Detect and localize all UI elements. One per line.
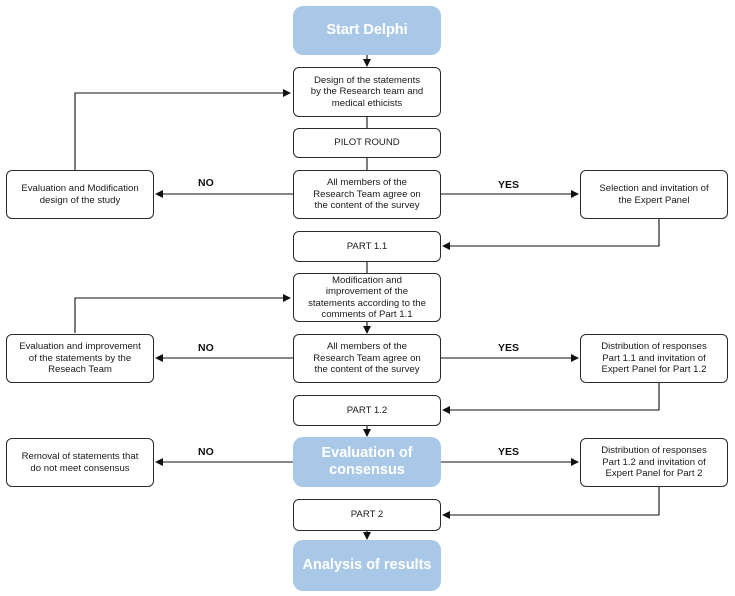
evaluation-modification-node: Evaluation and Modification design of th… xyxy=(6,170,154,219)
team-agreement-node-1: All members of the Research Team agree o… xyxy=(293,170,441,219)
part-1-2-node: PART 1.2 xyxy=(293,395,441,426)
team-agreement-node-2: All members of the Research Team agree o… xyxy=(293,334,441,383)
evaluation-consensus-node: Evaluation of consensus xyxy=(293,437,441,487)
no-label-3: NO xyxy=(198,446,214,458)
edge-eval-mod-to-design xyxy=(74,89,291,170)
part-2-node: PART 2 xyxy=(293,499,441,531)
modification-improvement-node: Modification and improvement of the stat… xyxy=(293,273,441,322)
distribution-part-1-1-node: Distribution of responses Part 1.1 and i… xyxy=(580,334,728,383)
edge-dist2-to-part2 xyxy=(442,487,660,519)
edge-eval-impr-to-modification xyxy=(74,294,291,333)
start-delphi-node: Start Delphi xyxy=(293,6,441,55)
no-label-2: NO xyxy=(198,342,214,354)
no-label-1: NO xyxy=(198,177,214,189)
yes-label-3: YES xyxy=(498,446,520,458)
distribution-part-1-2-node: Distribution of responses Part 1.2 and i… xyxy=(580,438,728,487)
selection-invitation-node: Selection and invitation of the Expert P… xyxy=(580,170,728,219)
analysis-results-node: Analysis of results xyxy=(293,540,441,591)
design-statements-node: Design of the statements by the Research… xyxy=(293,67,441,117)
yes-label-2: YES xyxy=(498,342,520,354)
edge-selection-to-part11 xyxy=(442,219,660,250)
part-1-1-node: PART 1.1 xyxy=(293,231,441,262)
evaluation-improvement-node: Evaluation and improvement of the statem… xyxy=(6,334,154,383)
pilot-round-node: PILOT ROUND xyxy=(293,128,441,158)
removal-statements-node: Removal of statements that do not meet c… xyxy=(6,438,154,487)
yes-label-1: YES xyxy=(498,179,520,191)
edge-dist1-to-part12 xyxy=(442,383,660,414)
